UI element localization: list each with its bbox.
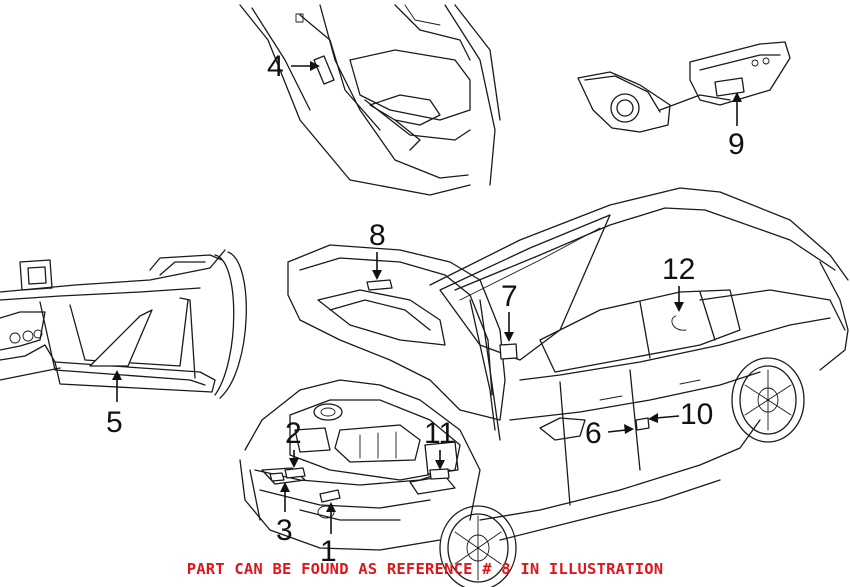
footer-note: PART CAN BE FOUND AS REFERENCE # 8 IN IL… [186,560,664,578]
callout-3: 3 [276,514,293,547]
inset-fuel-door [577,41,791,133]
part-2-label [284,467,306,479]
vehicle-body [239,187,849,587]
callout-4: 4 [267,50,284,83]
part-3-label [269,472,285,482]
callout-6: 6 [585,417,602,450]
callout-5: 5 [106,406,123,439]
part-7-label [499,343,518,360]
callout-1: 1 [320,535,337,568]
part-8-label [366,279,393,291]
callout-8: 8 [369,219,386,252]
inset-door-sill [239,4,501,196]
callout-12: 12 [662,253,695,286]
callout-11: 11 [424,417,455,450]
callout-7: 7 [501,280,518,313]
callout-10: 10 [680,398,713,431]
callout-9: 9 [728,128,745,161]
callout-2: 2 [285,417,302,450]
part-11-label [429,468,450,480]
callouts: 4 9 8 5 7 12 2 11 6 [106,50,745,568]
part-6-label [635,417,650,431]
part-1-label [319,489,341,503]
inset-glove-box [0,249,247,399]
part-12-label [671,315,687,331]
